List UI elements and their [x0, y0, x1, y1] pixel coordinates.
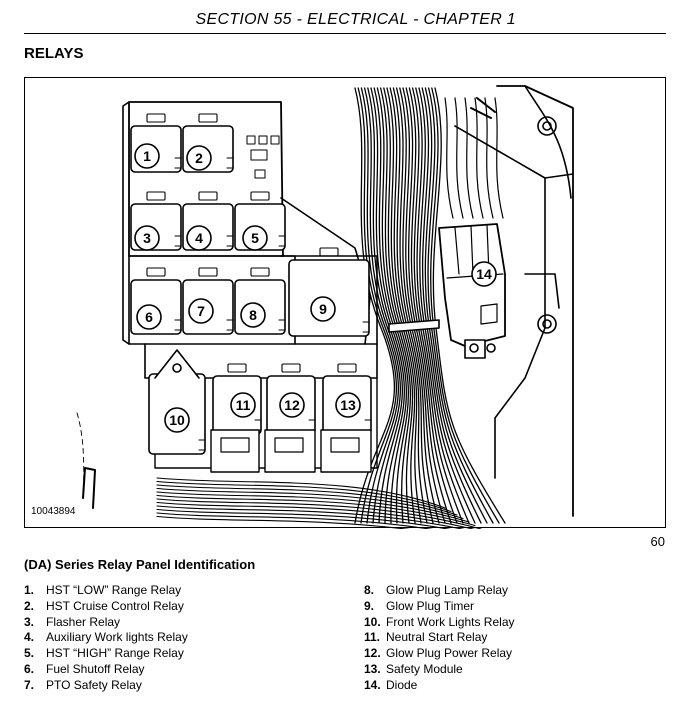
callout-1: 1	[134, 143, 160, 169]
header-title: SECTION 55 - ELECTRICAL - CHAPTER 1	[195, 11, 516, 28]
callout-label: 13	[340, 397, 356, 413]
callout-label: 6	[145, 309, 153, 325]
callout-2: 2	[186, 145, 212, 171]
callout-4: 4	[186, 225, 212, 251]
legend-item: 9.Glow Plug Timer	[364, 598, 475, 613]
callout-label: 1	[143, 148, 151, 164]
callout-11: 11	[230, 392, 256, 418]
legend-item: 13.Safety Module	[364, 661, 463, 676]
legend-item: 3.Flasher Relay	[24, 614, 121, 629]
callout-9: 9	[310, 296, 336, 322]
callout-label: 14	[476, 266, 492, 282]
callout-label: 5	[251, 230, 259, 246]
legend-item: 2.HST Cruise Control Relay	[24, 598, 184, 613]
callout-5: 5	[242, 225, 268, 251]
callout-label: 8	[249, 307, 257, 323]
legend-item: 11.Neutral Start Relay	[364, 630, 488, 645]
callout-label: 11	[236, 397, 251, 413]
legend-left: 1.HST “LOW” Range Relay 2.HST Cruise Con…	[24, 583, 188, 694]
callout-3: 3	[134, 225, 160, 251]
page-header: SECTION 55 - ELECTRICAL - CHAPTER 1	[24, 0, 666, 34]
legend-item: 12.Glow Plug Power Relay	[364, 646, 513, 661]
legend-item: 6.Fuel Shutoff Relay	[24, 661, 145, 676]
section-title: RELAYS	[24, 45, 84, 62]
callout-10: 10	[164, 407, 190, 433]
figure-caption: (DA) Series Relay Panel Identification	[24, 557, 256, 572]
legend-item: 7.PTO Safety Relay	[24, 677, 142, 692]
legend-item: 5.HST “HIGH” Range Relay	[24, 646, 184, 661]
callout-label: 10	[169, 412, 185, 428]
callout-label: 2	[195, 150, 203, 166]
figure-number: 60	[650, 534, 665, 549]
callout-13: 13	[335, 392, 361, 418]
callout-label: 12	[284, 397, 300, 413]
figure-id: 10043894	[31, 506, 76, 517]
callout-label: 4	[195, 230, 203, 246]
callout-6: 6	[136, 304, 162, 330]
legend-item: 10.Front Work Lights Relay	[364, 614, 515, 629]
callout-label: 7	[197, 303, 205, 319]
callout-8: 8	[240, 302, 266, 328]
callout-14: 14	[471, 261, 497, 287]
legend-item: 1.HST “LOW” Range Relay	[24, 583, 182, 597]
callout-label: 9	[319, 301, 327, 317]
callout-7: 7	[188, 298, 214, 324]
legend-item: 8.Glow Plug Lamp Relay	[364, 583, 509, 597]
callout-12: 12	[279, 392, 305, 418]
callout-label: 3	[143, 230, 151, 246]
legend-item: 4.Auxiliary Work lights Relay	[24, 630, 188, 645]
legend-right: 8.Glow Plug Lamp Relay 9.Glow Plug Timer…	[364, 583, 515, 694]
legend-item: 14.Diode	[364, 677, 418, 692]
